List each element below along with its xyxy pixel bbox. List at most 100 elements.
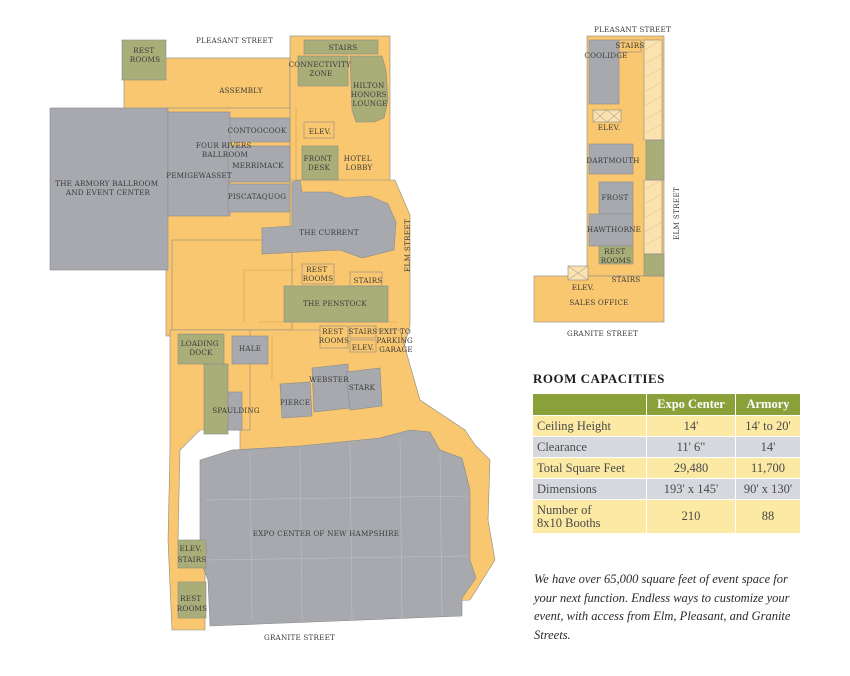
label-stairs-mid: STAIRS [354,276,383,285]
label-expo-center: EXPO CENTER OF NEW HAMPSHIRE [253,529,399,538]
room-rest-rooms-top [121,39,167,81]
room-expo-center [199,429,477,627]
label-exit-parking: EXIT TO PARKING GARAGE [377,327,416,354]
label-the-penstock: THE PENSTOCK [303,299,367,308]
row-expo-value: 11' 6" [646,436,736,458]
small-room-green-right-top [645,139,665,181]
room-rest-rooms-low [319,325,349,349]
label-rest-rooms-top: REST ROOMS [130,46,160,64]
small-labels: PLEASANT STREET GRANITE STREET ELM STREE… [567,25,681,338]
small-room-dartmouth [588,143,634,175]
room-the-current [261,179,397,259]
small-room-green-right-bottom [643,253,665,277]
small-room-frost [598,181,634,215]
label-the-current: THE CURRENT [299,228,359,237]
room-merrimack [227,145,291,183]
label-webster: WEBSTER [309,375,349,384]
table-row: Number of 8x10 Booths 210 88 [533,499,800,533]
label-armory: THE ARMORY BALLROOM AND EVENT CENTER [55,179,161,197]
row-label-line: Number of [537,502,592,517]
row-armory-value: 14' [735,436,800,458]
room-hale [231,335,269,365]
small-label-sales-office: SALES OFFICE [569,298,628,307]
table-row: Ceiling Height 14' 14' to 20' [533,415,800,437]
small-label-elev-lower: ELEV. [572,283,594,292]
small-room-coolidge [588,39,620,105]
label-four-rivers: FOUR RIVERS BALLROOM [196,141,254,159]
main-rooms [49,39,477,627]
row-armory-value: 11,700 [735,457,800,479]
row-armory-value: 14' to 20' [735,415,800,437]
small-room-elev-box [592,109,622,123]
label-hotel-lobby: HOTEL LOBBY [344,154,374,172]
label-stairs-low: STAIRS [349,327,378,336]
main-labels: PLEASANT STREET GRANITE STREET ELM STREE… [55,36,416,642]
capacities-header-blank [533,394,647,416]
row-label: Total Square Feet [533,457,647,479]
room-loading-dock [177,333,225,365]
small-label-stairs: STAIRS [616,41,645,50]
street-pleasant-small: PLEASANT STREET [594,25,671,34]
row-armory-value: 90' x 130' [735,478,800,500]
room-hilton-lounge [349,55,389,123]
label-hale: HALE [239,344,261,353]
room-stairs-top [303,39,379,55]
room-rest-rooms-bottom [177,581,207,619]
label-rest-rooms-low: REST ROOMS [319,327,349,345]
label-elev-low: ELEV. [352,343,374,352]
event-space-blurb: We have over 65,000 square feet of event… [534,572,791,642]
label-elev-top: ELEV. [309,127,331,136]
row-expo-value: 14' [646,415,736,437]
row-label-line: 8x10 Booths [537,515,601,530]
room-elev-stairs-bottom [177,539,207,569]
label-piscataquog: PISCATAQUOG [228,192,286,201]
row-expo-value: 193' x 145' [646,478,736,500]
row-label: Dimensions [533,478,647,500]
label-front-desk: FRONT DESK [304,154,335,172]
capacities-title: ROOM CAPACITIES [533,371,665,386]
room-connectivity-zone [297,55,349,87]
street-elm-main: ELM STREET [403,219,412,272]
row-label: Number of 8x10 Booths [533,499,647,533]
small-label-elev: ELEV. [598,123,620,132]
small-hatch-lines [643,39,663,247]
small-room-stairs [618,39,642,53]
label-stairs-top: STAIRS [329,43,358,52]
room-spaulding [227,391,243,431]
label-assembly: ASSEMBLY [218,86,263,95]
label-pemigewasset: PEMIGEWASSET [166,171,232,180]
label-pierce: PIERCE [280,398,310,407]
small-label-hawthorne: HAWTHORNE [587,225,641,234]
small-room-hawthorne [588,213,634,247]
label-hilton-lounge: HILTON HONORS LOUNGE [351,81,389,108]
room-webster [311,363,351,413]
capacities-table: Expo Center Armory Ceiling Height 14' 14… [533,394,800,533]
room-rest-rooms-mid [301,263,335,285]
street-granite-small: GRANITE STREET [567,329,638,338]
street-pleasant-main: PLEASANT STREET [196,36,273,45]
label-elev-stairs-bottom: ELEV. STAIRS [178,544,207,564]
row-label: Clearance [533,436,647,458]
label-rest-rooms-bottom: REST ROOMS [177,594,207,613]
capacities-header-armory: Armory [735,394,800,416]
small-label-frost: FROST [601,193,628,202]
room-stairs-low [349,325,377,339]
label-loading-dock: LOADING DOCK [181,339,221,357]
table-row: Dimensions 193' x 145' 90' x 130' [533,478,800,500]
row-armory-value: 88 [735,499,800,533]
capacities-header-expo: Expo Center [646,394,736,416]
room-front-desk [301,145,339,181]
room-piscataquog [227,183,291,213]
room-pierce [279,381,313,419]
table-row: Clearance 11' 6" 14' [533,436,800,458]
expo-pillars [205,437,469,621]
row-expo-value: 29,480 [646,457,736,479]
label-rest-rooms-mid: REST ROOMS [303,265,333,283]
room-the-penstock [283,285,389,323]
room-armory [49,107,169,271]
room-elev-low [349,339,377,353]
small-room-rest-rooms [598,245,634,265]
label-merrimack: MERRIMACK [232,161,284,170]
label-connectivity-zone: CONNECTIVITY ZONE [289,60,354,78]
